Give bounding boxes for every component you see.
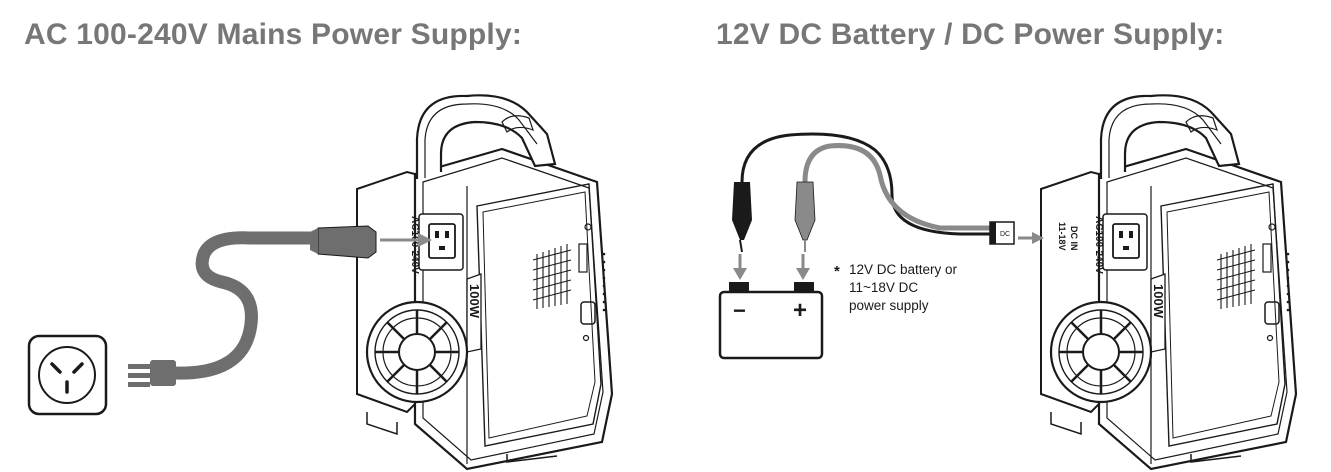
- note-line-2: 11~18V DC: [849, 280, 918, 295]
- dc-in-label: DC IN: [1069, 226, 1079, 251]
- ac-power-cable: [153, 225, 432, 380]
- ac-power-station-device: AC100-240V~ 100W: [355, 94, 614, 471]
- dc-power-station-device: AC100-240V~ 100W DC IN 11-18V: [1039, 94, 1298, 471]
- ac-port-label: AC100-240V~: [409, 216, 420, 280]
- dc-clamp-cable: DC: [732, 132, 1044, 280]
- battery-minus-label: −: [733, 298, 746, 323]
- wall-outlet-icon: [27, 334, 108, 416]
- note-line-1: 12V DC battery or: [849, 262, 958, 277]
- ac-supply-heading: AC 100-240V Mains Power Supply:: [24, 18, 523, 51]
- note-asterisk: *: [834, 263, 840, 280]
- battery-plus-label: +: [793, 297, 807, 324]
- dc-supply-heading: 12V DC Battery / DC Power Supply:: [716, 18, 1225, 51]
- note-line-3: power supply: [849, 298, 929, 313]
- ac-port-label-right: AC100-240V~: [1093, 216, 1104, 280]
- battery-icon: − +: [718, 282, 824, 360]
- dc-supply-note: * 12V DC battery or 11~18V DC power supp…: [834, 262, 958, 313]
- ac-plug: [128, 360, 176, 387]
- dc-range-label: 11-18V: [1057, 222, 1067, 251]
- power-badge-right: 100W: [1151, 284, 1166, 319]
- dc-plug-label: DC: [1000, 231, 1010, 238]
- power-badge: 100W: [467, 284, 482, 319]
